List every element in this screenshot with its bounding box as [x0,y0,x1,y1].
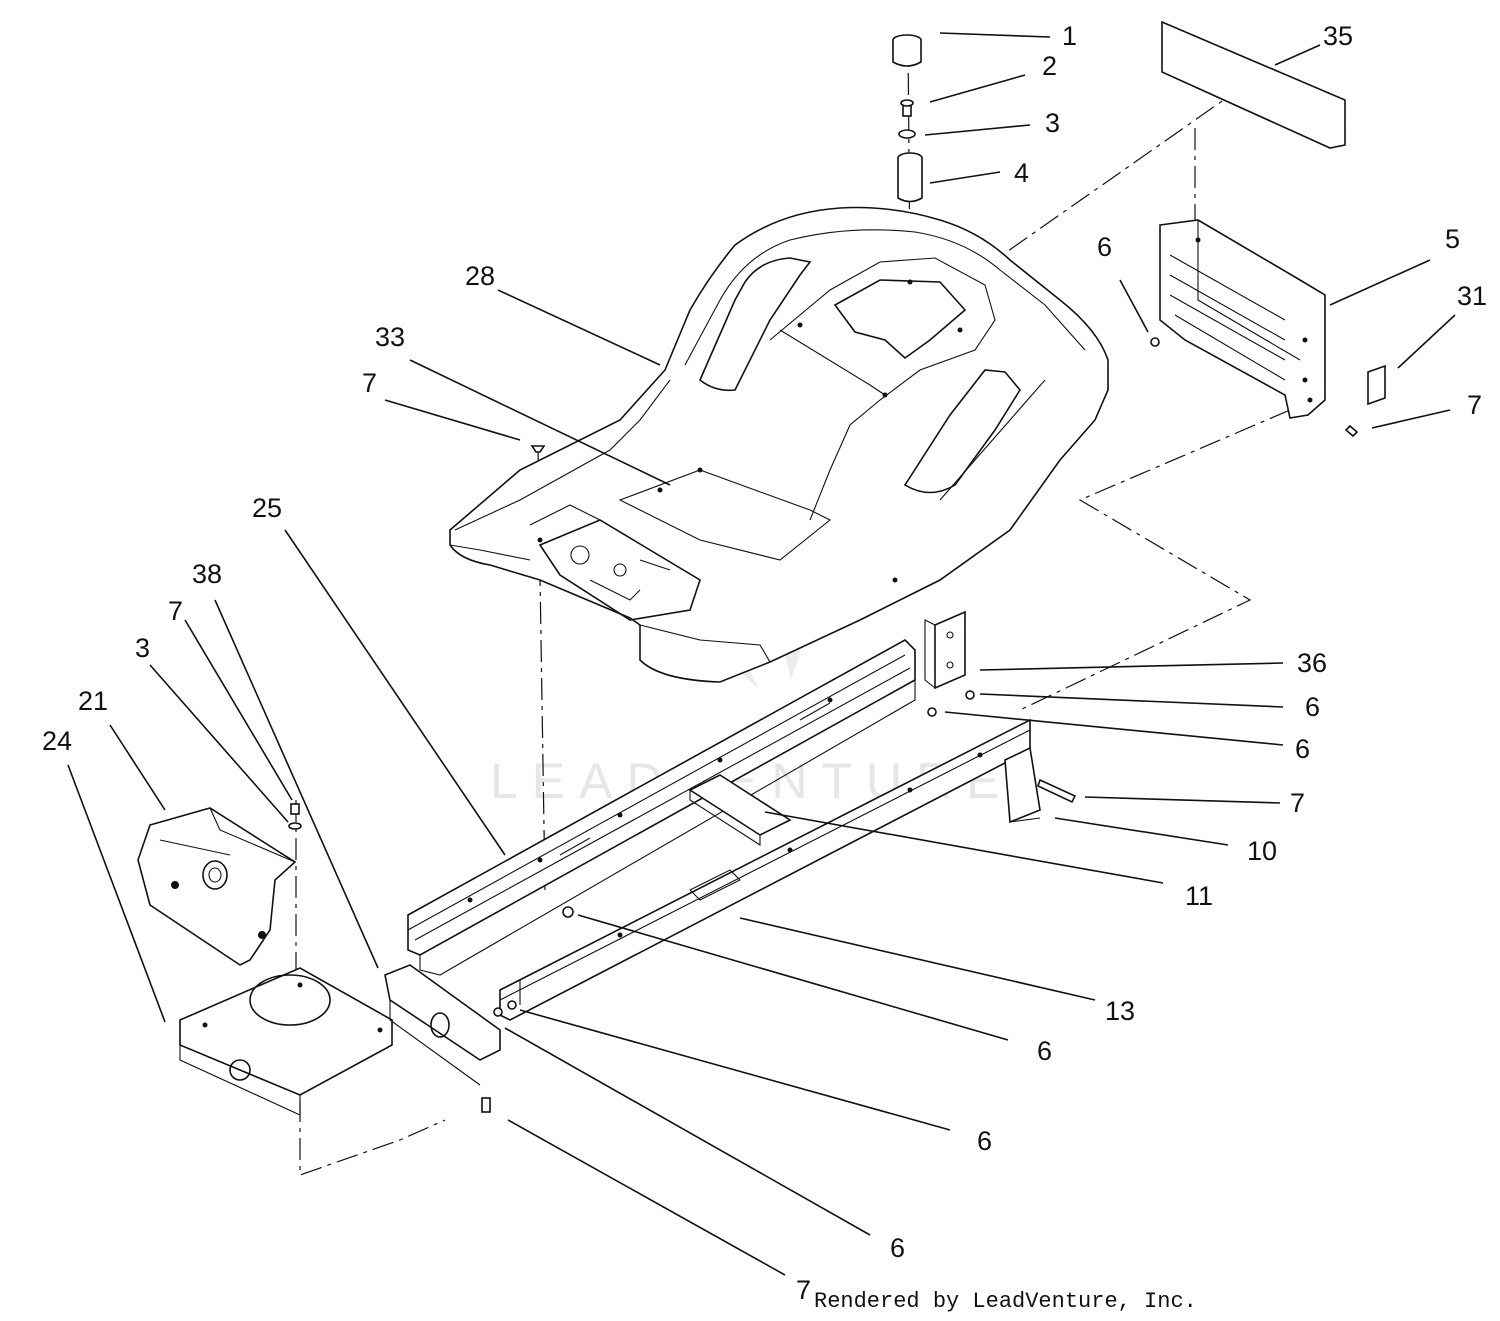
part-36-bracket [924,610,966,690]
part-4-spacer [897,152,923,203]
part-7-bolt-10 [1037,778,1077,804]
callout-6: 6 [890,1233,905,1263]
part-6-nut-upper-right [1150,337,1160,347]
part-7-bolt-left [290,803,300,815]
part-6-nut-mid [562,906,574,918]
callout-1: 1 [1062,21,1077,51]
callout-6: 6 [1037,1036,1052,1066]
callout-10: 10 [1247,836,1277,866]
part-6-nut-bottom-b [493,1007,503,1017]
callout-3: 3 [135,633,150,663]
part-24-plate [179,967,393,1116]
callout-11: 11 [1185,881,1213,911]
part-6-nut-bottom-a [507,1000,517,1010]
part-35-decal [1161,20,1346,149]
part-21-shield [137,807,297,966]
callout-24: 24 [42,726,72,756]
callout-28: 28 [465,261,495,291]
footer-credit: Rendered by LeadVenture, Inc. [814,1289,1197,1314]
callout-6: 6 [1097,232,1112,262]
part-31-label [1367,364,1386,406]
part-10-bracket [1004,746,1041,824]
callout-5: 5 [1445,224,1460,254]
callout-35: 35 [1323,21,1353,51]
part-38-plate [384,964,501,1086]
callout-6: 6 [977,1126,992,1156]
part-7-screw-upper-right [1344,424,1359,438]
callout-36: 36 [1297,648,1327,678]
callout-7: 7 [168,596,183,626]
callout-7: 7 [1467,390,1482,420]
part-25-left-rail [407,639,916,976]
part-1-cap [892,34,922,67]
callout-6: 6 [1295,734,1310,764]
part-6-nut-36b [927,707,937,717]
callout-7: 7 [362,368,377,398]
callout-33: 33 [375,322,405,352]
callout-2: 2 [1042,51,1057,81]
callout-31: 31 [1457,281,1487,311]
part-28-fender [449,206,1109,683]
part-11-cross-member [688,774,792,847]
callout-13: 13 [1105,996,1135,1026]
part-5-side-panel [1159,219,1326,419]
callout-21: 21 [78,686,108,716]
part-7-bolt-bottom [481,1097,491,1113]
callout-3: 3 [1045,108,1060,138]
part-3-washer-left [288,822,302,830]
callout-7: 7 [796,1275,811,1305]
callout-38: 38 [192,559,222,589]
callout-4: 4 [1014,158,1029,188]
callouts: 1 2 3 4 35 6 5 31 7 28 33 7 25 38 7 3 21… [42,21,1487,1305]
callout-6: 6 [1305,692,1320,722]
leader-lines [67,32,1456,1276]
part-6-nut-36 [965,690,975,700]
callout-25: 25 [252,493,282,523]
part-2-screw [900,99,914,117]
part-3-washer [898,129,916,139]
part-13-right-rail [499,718,1031,1021]
part-7-screw-mid [530,445,546,453]
callout-7: 7 [1290,788,1305,818]
